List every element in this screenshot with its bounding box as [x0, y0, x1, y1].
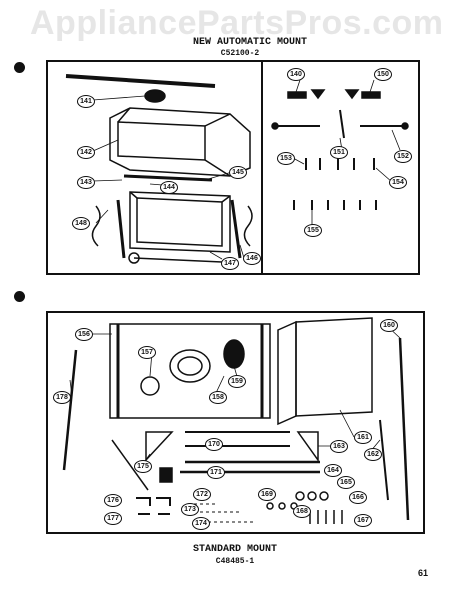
callout-145: 145 [229, 166, 247, 179]
top-frame [109, 107, 251, 177]
callout-156: 156 [75, 328, 93, 341]
callout-163: 163 [330, 440, 348, 453]
section-subtitle: C48485-1 [215, 557, 255, 566]
callout-174: 174 [192, 517, 210, 530]
callout-144: 144 [160, 181, 178, 194]
callout-166: 166 [349, 491, 367, 504]
small-parts [136, 491, 343, 524]
callout-147: 147 [221, 257, 239, 270]
callout-150: 150 [374, 68, 392, 81]
wheel [128, 252, 223, 264]
long-bars [180, 460, 320, 474]
callout-170: 170 [205, 438, 223, 451]
callout-165: 165 [337, 476, 355, 489]
callout-157: 157 [138, 346, 156, 359]
side-rails [62, 337, 410, 521]
section-title: STANDARD MOUNT [192, 544, 277, 555]
callout-146: 146 [243, 252, 261, 265]
callout-175: 175 [134, 460, 152, 473]
panel-divider [261, 60, 263, 275]
slide-rail [123, 174, 213, 182]
page-subtitle: C52100-2 [220, 49, 260, 58]
callout-161: 161 [354, 431, 372, 444]
callout-141: 141 [77, 95, 95, 108]
panel-sheet [277, 317, 373, 426]
callout-142: 142 [77, 146, 95, 159]
bottom-frame [129, 191, 231, 253]
watermark: AppliancePartsPros.com [30, 4, 444, 42]
automatic-mount-panel [46, 60, 420, 275]
binder-hole-bottom [14, 291, 25, 302]
callout-160: 160 [380, 319, 398, 332]
standard-mount-panel [46, 311, 425, 534]
callout-171: 171 [207, 466, 225, 479]
callout-176: 176 [104, 494, 122, 507]
callout-168: 168 [293, 505, 311, 518]
seal-roll [140, 339, 245, 396]
binder-hole-top [14, 62, 25, 73]
weather-seal-part [144, 89, 166, 103]
long-screws [271, 109, 409, 139]
callout-162: 162 [364, 448, 382, 461]
callout-158: 158 [209, 391, 227, 404]
callout-140: 140 [287, 68, 305, 81]
callout-151: 151 [330, 146, 348, 159]
callout-155: 155 [304, 224, 322, 237]
callout-143: 143 [77, 176, 95, 189]
callout-177: 177 [104, 512, 122, 525]
brackets [111, 431, 319, 491]
callout-154: 154 [389, 176, 407, 189]
side-panels [91, 199, 253, 259]
screw-row-1 [305, 158, 375, 170]
mounting-frame [109, 323, 271, 419]
callout-152: 152 [394, 150, 412, 163]
callout-159: 159 [228, 375, 246, 388]
clips [287, 89, 381, 100]
callout-153: 153 [277, 152, 295, 165]
callout-164: 164 [324, 464, 342, 477]
callout-169: 169 [258, 488, 276, 501]
page-number: 61 [418, 568, 429, 578]
callout-178: 178 [53, 391, 71, 404]
callout-148: 148 [72, 217, 90, 230]
screw-row-2 [293, 200, 377, 210]
page-title: NEW AUTOMATIC MOUNT [192, 37, 308, 48]
callout-167: 167 [354, 514, 372, 527]
callout-172: 172 [193, 488, 211, 501]
callout-173: 173 [181, 503, 199, 516]
gasket-strip [65, 74, 216, 88]
